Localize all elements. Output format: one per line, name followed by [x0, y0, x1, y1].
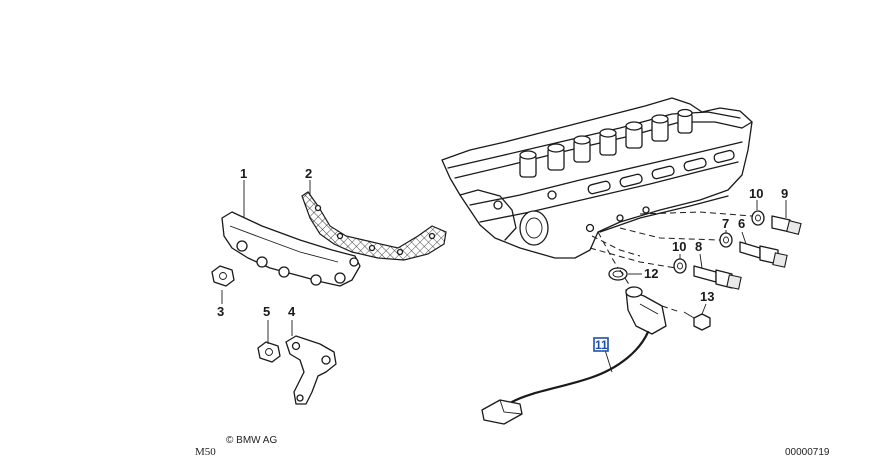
- camshaft-sensor-drawing: [481, 267, 711, 425]
- timing-cover-part-drawing: [221, 211, 361, 287]
- part-label-4: 4: [288, 304, 296, 319]
- nut-part-drawing: [211, 265, 235, 287]
- part-label-13: 13: [700, 289, 714, 304]
- part-label-11: 11: [595, 338, 608, 352]
- part-label-6: 6: [738, 216, 745, 231]
- copyright-label: © BMW AG: [226, 435, 277, 446]
- part-label-10-upper: 10: [749, 186, 763, 201]
- footer: M50 © BMW AG 00000719: [195, 435, 830, 458]
- part-label-5: 5: [263, 304, 270, 319]
- sensor-parts-drawing: [673, 210, 802, 290]
- part-label-1: 1: [240, 166, 247, 181]
- part-label-11-highlight: [593, 337, 609, 352]
- part-label-3: 3: [217, 304, 224, 319]
- part-label-2: 2: [305, 166, 312, 181]
- part-label-7: 7: [722, 216, 729, 231]
- cylinder-head-drawing: [441, 97, 753, 259]
- leader-lines: [221, 180, 787, 373]
- assembly-lines: [589, 211, 753, 313]
- diagram-number: 00000719: [785, 447, 830, 458]
- nut-5-part-drawing: [257, 341, 281, 363]
- part-labels: 1 2 3 5 4 10 9 7 6 10 8 12 13 11: [217, 166, 788, 352]
- part-label-9: 9: [781, 186, 788, 201]
- part-label-12: 12: [644, 266, 658, 281]
- part-label-8: 8: [695, 239, 702, 254]
- model-code: M50: [195, 446, 216, 458]
- bracket-part-drawing: [285, 335, 337, 405]
- gasket-part-drawing: [301, 191, 447, 261]
- part-label-10-lower: 10: [672, 239, 686, 254]
